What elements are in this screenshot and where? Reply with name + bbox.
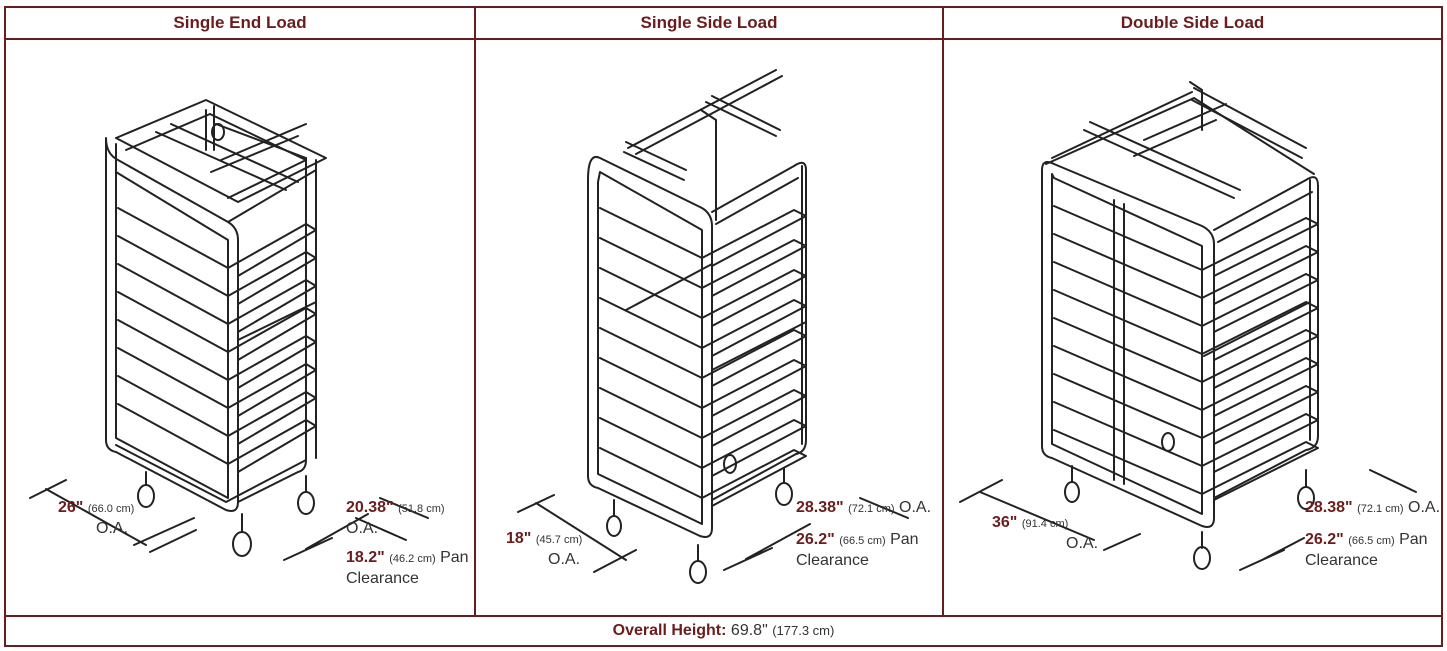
column-divider	[474, 8, 476, 615]
header-row: Single End Load Single Side Load Double …	[6, 8, 1441, 40]
pan-clearance-dimension: 26.2" (66.5 cm) Pan Clearance	[1305, 531, 1428, 569]
single-side-load-rack-drawing	[517, 69, 909, 584]
rack-spec-table: Single End Load Single Side Load Double …	[4, 6, 1443, 647]
double-side-load-rack-drawing	[959, 81, 1417, 571]
pan-clearance-dimension: 18.2" (46.2 cm) Pan Clearance	[346, 549, 469, 587]
depth-dimension: 28.38" (72.1 cm) O.A.	[1305, 499, 1441, 516]
overall-height-value: 69.8"	[730, 622, 768, 639]
panel-single-side-load: 18" (45.7 cm) O.A. 28.38" (72.1 cm) O.A.…	[476, 40, 942, 615]
header-double-side-load: Double Side Load	[1120, 13, 1265, 32]
overall-height-label: Overall Height:	[612, 622, 727, 639]
illustration-row: 26" (66.0 cm) O.A. 20.38" (51.8 cm) O.A.…	[6, 40, 1441, 615]
width-dimension: 36" (91.4 cm) O.A.	[992, 514, 1099, 552]
single-end-load-rack-drawing	[29, 99, 429, 561]
pan-clearance-dimension: 26.2" (66.5 cm) Pan Clearance	[796, 531, 919, 569]
panel-double-side-load: 36" (91.4 cm) O.A. 28.38" (72.1 cm) O.A.…	[944, 40, 1441, 615]
depth-dimension: 28.38" (72.1 cm) O.A.	[796, 499, 932, 516]
width-dimension: 18" (45.7 cm) O.A.	[506, 530, 583, 568]
overall-height-metric: (177.3 cm)	[772, 623, 835, 638]
width-dimension: 26" (66.0 cm) O.A.	[58, 499, 135, 537]
overall-height-row: Overall Height: 69.8" (177.3 cm)	[6, 615, 1441, 645]
panel-single-end-load: 26" (66.0 cm) O.A. 20.38" (51.8 cm) O.A.…	[6, 40, 474, 615]
header-single-side-load: Single Side Load	[640, 13, 778, 32]
depth-dimension: 20.38" (51.8 cm) O.A.	[346, 499, 445, 537]
column-divider	[942, 8, 944, 615]
header-single-end-load: Single End Load	[173, 13, 307, 32]
